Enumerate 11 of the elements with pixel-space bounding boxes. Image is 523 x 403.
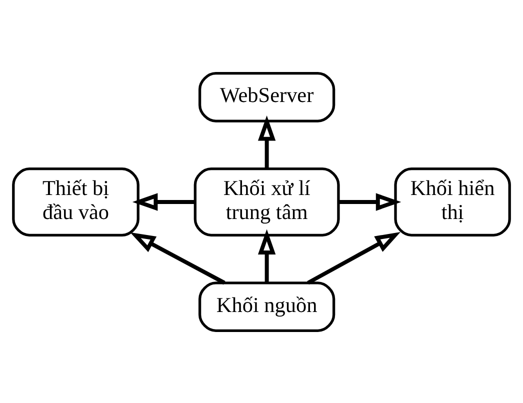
arrow — [258, 115, 276, 168]
arrow — [130, 232, 226, 284]
node-box: Khối xử lí trung tâm — [194, 167, 340, 236]
arrow — [132, 192, 196, 210]
node-box: Khối nguồn — [198, 281, 336, 332]
arrow — [338, 192, 402, 210]
node-box: WebServer — [198, 71, 336, 122]
node-box: Thiết bị đầu vào — [12, 167, 140, 236]
arrow — [258, 228, 276, 282]
arrow — [307, 231, 401, 284]
node-box: Khối hiển thị — [394, 167, 511, 236]
